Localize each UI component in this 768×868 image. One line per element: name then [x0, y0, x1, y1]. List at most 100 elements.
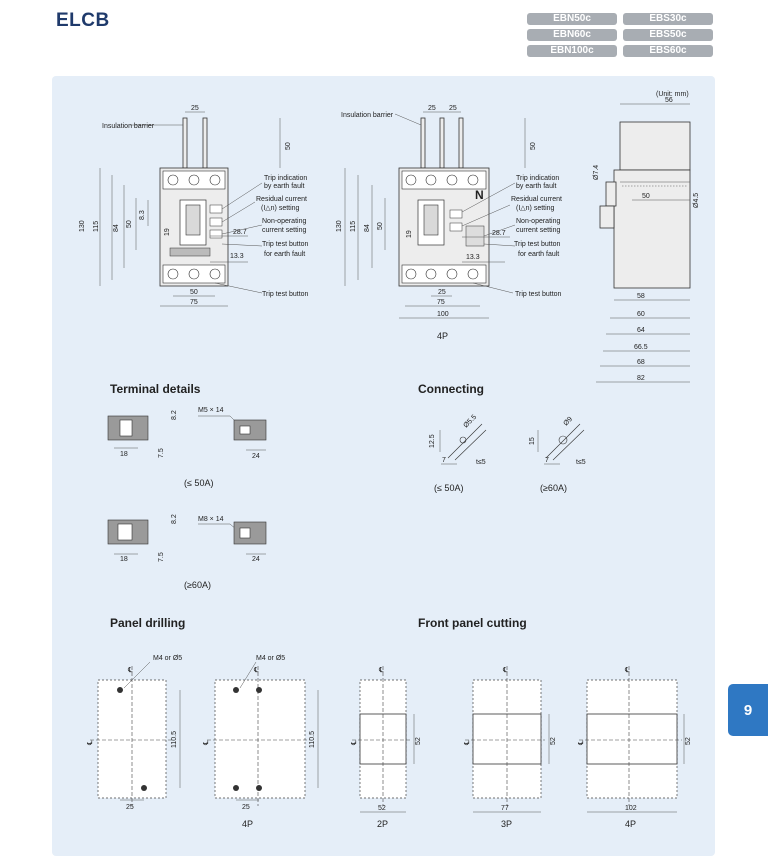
- dim-label: 52: [550, 737, 557, 745]
- dim-label: 64: [637, 327, 645, 334]
- insulation-barrier-label: Insulation barrier: [341, 112, 394, 119]
- pole-caption: 3P: [501, 819, 512, 829]
- dim-label: 8.2: [171, 410, 178, 420]
- model-badge: EBS60c: [623, 45, 713, 57]
- neutral-mark: N: [475, 188, 484, 202]
- pole-caption: 2P: [377, 819, 388, 829]
- screw-label: M8 × 14: [198, 516, 224, 523]
- callout-label: Residual current: [256, 196, 307, 203]
- callout-label: (I△n) setting: [516, 205, 555, 212]
- dim-label: 75: [437, 299, 445, 306]
- dim-label: 50: [377, 222, 384, 230]
- dim-label: 75: [190, 299, 198, 306]
- dim-label: 100: [437, 311, 449, 318]
- rating-caption: (≥60A): [184, 580, 211, 590]
- callout-label: Non-operating: [262, 218, 306, 225]
- section-heading: Panel drilling: [110, 616, 185, 630]
- callout-label: Trip test button: [262, 241, 309, 248]
- rating-caption: (≤ 50A): [184, 478, 213, 488]
- dim-label: 19: [164, 228, 171, 236]
- model-badge: EBN60c: [527, 29, 617, 41]
- pole-caption: 4P: [625, 819, 636, 829]
- model-badge: EBS50c: [623, 29, 713, 41]
- dim-label: t≤5: [476, 459, 486, 466]
- dim-label: Ø7.4: [593, 165, 600, 180]
- callout-label: for earth fault: [518, 251, 559, 258]
- centerline-mark: ℄: [127, 667, 133, 674]
- insulation-barrier-label: Insulation barrier: [102, 123, 155, 130]
- centerline-mark: ℄: [253, 667, 259, 674]
- dim-label: 68: [637, 359, 645, 366]
- dim-label: 25: [242, 804, 250, 811]
- section-heading: Connecting: [418, 382, 484, 396]
- callout-label: for earth fault: [264, 251, 305, 258]
- centerline-mark: ℄: [502, 667, 508, 674]
- dim-label: t≤5: [576, 459, 586, 466]
- dim-label: 130: [336, 220, 343, 232]
- dim-label: 102: [625, 805, 637, 812]
- centerline-mark: ℄: [203, 740, 210, 746]
- dim-label: 77: [501, 805, 509, 812]
- connecting: Connecting 12.5 Ø5.5 7 t≤5 (≤ 50A) 15 Ø9…: [418, 382, 586, 493]
- dim-label: 84: [364, 224, 371, 232]
- callout-label: current setting: [262, 227, 306, 234]
- dim-label: 28.7: [492, 230, 506, 237]
- dim-label: 13.3: [466, 254, 480, 261]
- callout-label: by earth fault: [264, 183, 305, 190]
- dim-label: 110.5: [309, 731, 316, 748]
- front-view-4p: Insulation barrier N 25 25 50 130 115 84…: [336, 105, 562, 341]
- callout-label: Non-operating: [516, 218, 560, 225]
- page-number-tab[interactable]: 9: [728, 684, 768, 736]
- dim-label: 12.5: [429, 434, 436, 448]
- dim-label: 13.3: [230, 253, 244, 260]
- callout-label: Trip indication: [516, 175, 559, 182]
- panel-drilling: Panel drilling M4 or Ø5 ℄ ℄ 110.5 25 M4 …: [87, 616, 319, 829]
- dim-label: 56: [665, 97, 673, 104]
- dim-label: 130: [79, 220, 86, 232]
- dim-label: 115: [350, 221, 357, 232]
- dim-label: 7.5: [158, 552, 165, 562]
- dim-label: 25: [126, 804, 134, 811]
- screw-label: M4 or Ø5: [153, 655, 182, 662]
- dim-label: 8.3: [139, 210, 146, 220]
- centerline-mark: ℄: [464, 740, 471, 746]
- unit-label: (Unit: mm): [656, 91, 689, 98]
- dim-label: 7.5: [158, 448, 165, 458]
- dim-label: 18: [120, 451, 128, 458]
- centerline-mark: ℄: [87, 740, 94, 746]
- model-badge: EBS30c: [623, 13, 713, 25]
- dim-label: 50: [285, 142, 292, 150]
- centerline-mark: ℄: [351, 740, 358, 746]
- callout-label: Trip test button: [515, 291, 562, 298]
- front-panel-cutting: Front panel cutting ℄ ℄ 52 52 2P ℄ ℄ 52 …: [351, 616, 692, 829]
- dim-label: 8.2: [171, 514, 178, 524]
- screw-label: M5 × 14: [198, 407, 224, 414]
- dim-label: 52: [378, 805, 386, 812]
- terminal-details: Terminal details 8.2 18 7.5 M5 × 14 24 (…: [107, 382, 267, 590]
- dim-label: 60: [637, 311, 645, 318]
- four-pole-caption: 4P: [242, 819, 253, 829]
- four-pole-caption: 4P: [437, 331, 448, 341]
- section-heading: Terminal details: [110, 382, 201, 396]
- dim-label: 18: [120, 556, 128, 563]
- dim-label: 52: [685, 737, 692, 745]
- callout-label: by earth fault: [516, 183, 557, 190]
- page-title: ELCB: [56, 10, 110, 31]
- dim-label: Ø9: [562, 416, 574, 428]
- dim-label: 50: [190, 289, 198, 296]
- dim-label: 50: [530, 142, 537, 150]
- dim-label: 19: [406, 230, 413, 238]
- callout-label: Trip test button: [262, 291, 309, 298]
- centerline-mark: ℄: [624, 667, 630, 674]
- dim-label: 50: [126, 220, 133, 228]
- dim-label: 24: [252, 453, 260, 460]
- model-badge: EBN50c: [527, 13, 617, 25]
- dim-label: 50: [642, 193, 650, 200]
- model-badge: EBN100c: [527, 45, 617, 57]
- callout-label: Trip indication: [264, 175, 307, 182]
- rating-caption: (≥60A): [540, 483, 567, 493]
- dim-label: 110.5: [171, 731, 178, 748]
- dim-label: 15: [529, 437, 536, 445]
- callout-label: Trip test button: [514, 241, 561, 248]
